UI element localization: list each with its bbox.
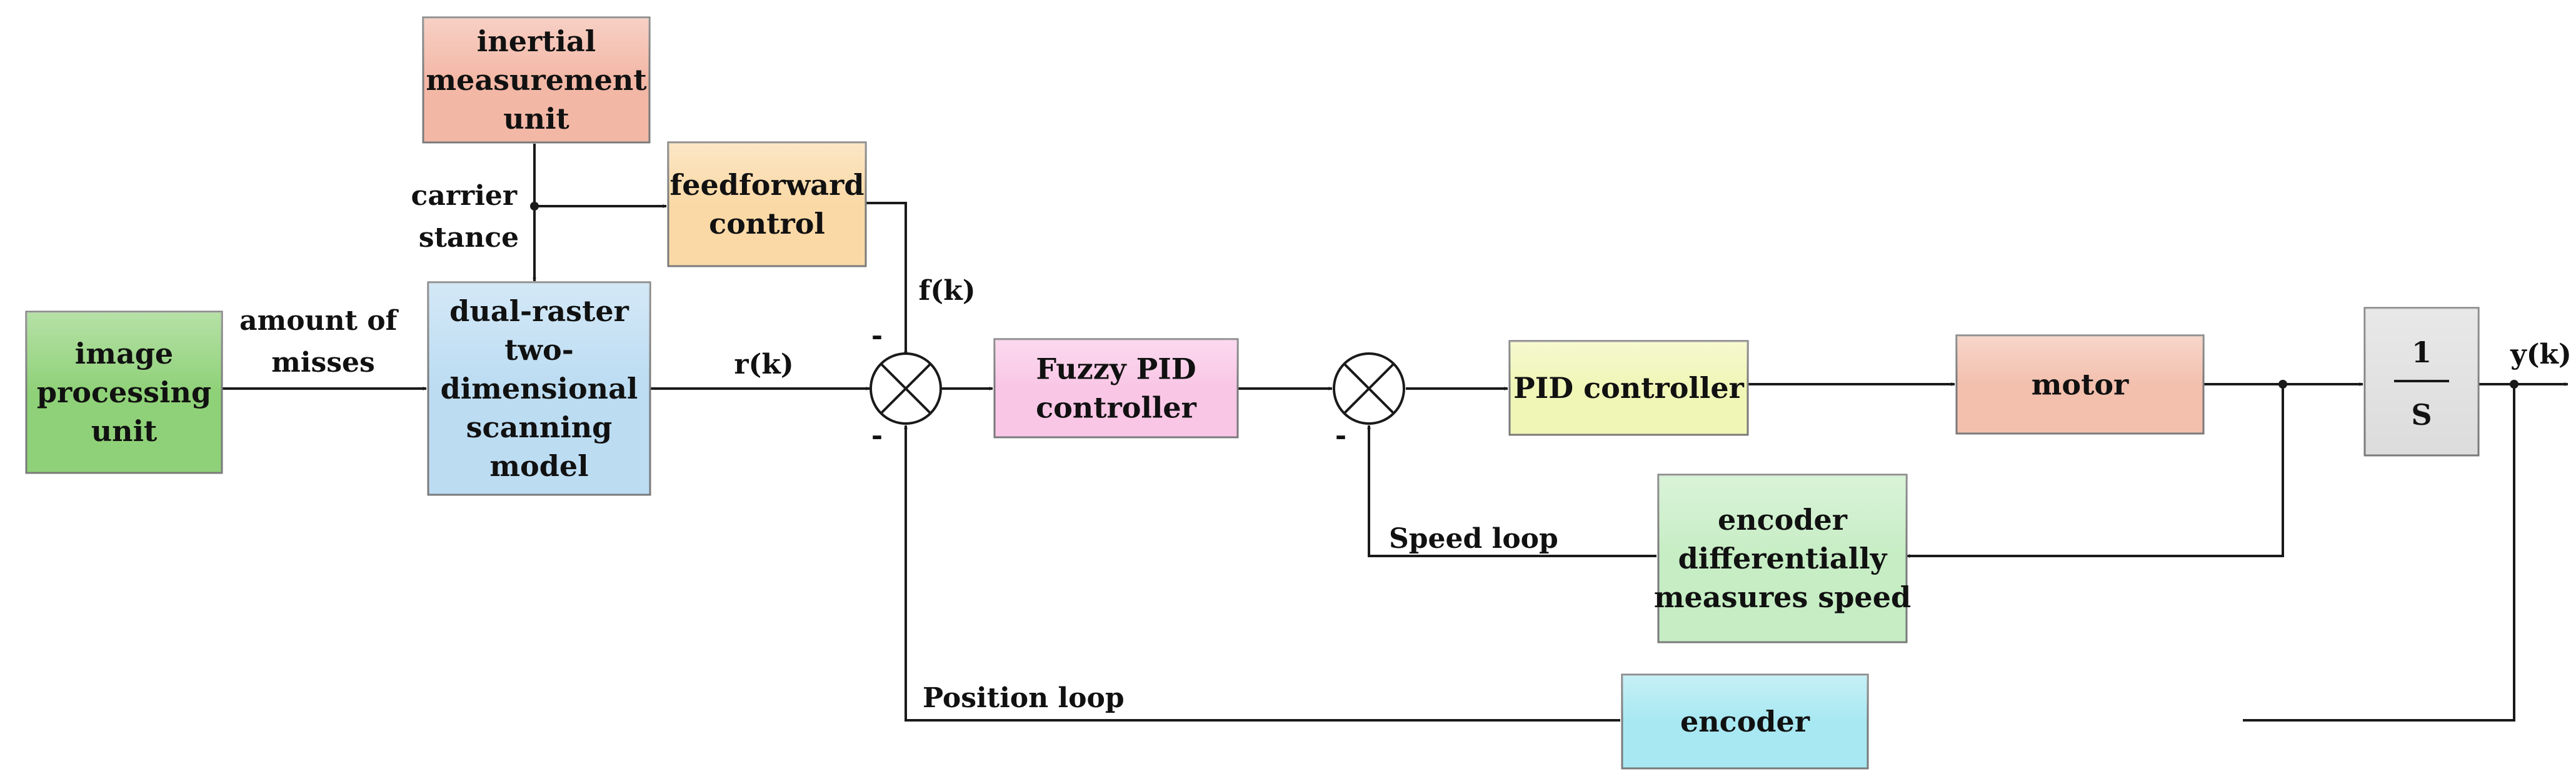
wire-position-loop [904, 425, 1620, 722]
junction-system-output [2510, 380, 2518, 389]
summing-junction-position [870, 352, 942, 425]
integrator-denominator: S [2411, 398, 2432, 432]
junction-stance [530, 202, 539, 211]
block-encoder: encoder [1621, 673, 1869, 770]
motor-label: motor [2032, 368, 2129, 402]
label-y-k: y(k) [2510, 339, 2572, 370]
sign-minus-speed: - [1335, 420, 1346, 452]
label-f-k: f(k) [918, 275, 975, 307]
wire-speed-feedback-branch [1906, 384, 2284, 558]
encoder-label: encoder [1680, 705, 1810, 738]
connections [222, 144, 2568, 722]
block-motor: motor [1955, 334, 2205, 435]
pid-label: PID controller [1513, 371, 1745, 405]
wire-feedforward-to-sum [866, 202, 908, 355]
block-pid-controller: PID controller [1508, 340, 1749, 436]
sign-minus-bottom: - [871, 420, 883, 452]
label-r-k: r(k) [734, 349, 793, 380]
wire-position-feedback-branch [2243, 384, 2515, 722]
integrator-numerator: 1 [2412, 335, 2432, 369]
label-speed-loop: Speed loop [1389, 523, 1558, 555]
summing-junction-speed [1333, 352, 1405, 425]
label-position-loop: Position loop [923, 682, 1125, 714]
label-carrier-stance: carrier stance [411, 180, 527, 254]
junction-motor-output [2278, 380, 2287, 389]
sign-minus-top: - [871, 320, 883, 352]
label-amount-of-misses: amount of misses [239, 305, 407, 379]
wire-speed-loop [1367, 425, 1656, 557]
block-integrator: 1 S [2363, 307, 2480, 457]
